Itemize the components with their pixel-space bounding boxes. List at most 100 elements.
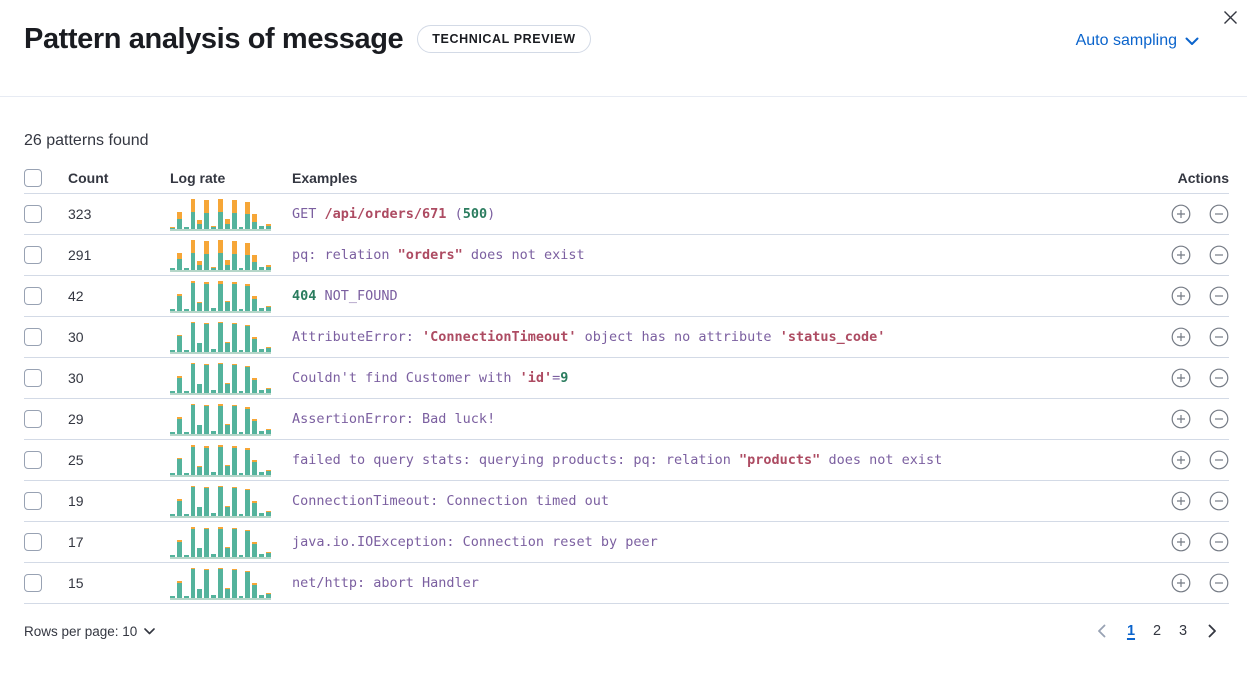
- pattern-example: failed to query stats: querying products…: [292, 452, 943, 468]
- minus-circle-icon: [1209, 245, 1229, 265]
- table-header-row: Count Log rate Examples Actions: [24, 163, 1229, 194]
- filter-out-button[interactable]: [1209, 204, 1229, 224]
- patterns-table: Count Log rate Examples Actions 323 GET …: [24, 163, 1229, 604]
- log-rate-chart: [170, 321, 271, 354]
- table-row: 42 404 NOT_FOUND: [24, 276, 1229, 317]
- technical-preview-badge: TECHNICAL PREVIEW: [417, 25, 591, 54]
- plus-circle-icon: [1171, 327, 1191, 347]
- plus-circle-icon: [1171, 204, 1191, 224]
- plus-circle-icon: [1171, 368, 1191, 388]
- rows-per-page-button[interactable]: Rows per page: 10: [24, 623, 156, 639]
- pattern-count: 15: [68, 575, 84, 591]
- filter-in-button[interactable]: [1171, 450, 1191, 470]
- filter-in-button[interactable]: [1171, 573, 1191, 593]
- pattern-example: 404 NOT_FOUND: [292, 288, 398, 304]
- minus-circle-icon: [1209, 532, 1229, 552]
- pattern-example: java.io.IOException: Connection reset by…: [292, 534, 658, 550]
- filter-in-button[interactable]: [1171, 286, 1191, 306]
- log-rate-chart: [170, 280, 271, 313]
- row-checkbox[interactable]: [24, 369, 42, 387]
- row-checkbox[interactable]: [24, 287, 42, 305]
- filter-in-button[interactable]: [1171, 532, 1191, 552]
- table-row: 25 failed to query stats: querying produ…: [24, 440, 1229, 481]
- log-rate-chart: [170, 526, 271, 559]
- filter-in-button[interactable]: [1171, 409, 1191, 429]
- row-checkbox[interactable]: [24, 205, 42, 223]
- plus-circle-icon: [1171, 491, 1191, 511]
- page-title: Pattern analysis of message: [24, 23, 404, 55]
- log-rate-chart: [170, 485, 271, 518]
- pattern-count: 19: [68, 493, 84, 509]
- minus-circle-icon: [1209, 368, 1229, 388]
- plus-circle-icon: [1171, 286, 1191, 306]
- plus-circle-icon: [1171, 573, 1191, 593]
- row-checkbox[interactable]: [24, 492, 42, 510]
- row-checkbox[interactable]: [24, 533, 42, 551]
- sampling-menu-button[interactable]: Auto sampling: [1076, 32, 1199, 50]
- filter-in-button[interactable]: [1171, 491, 1191, 511]
- patterns-found-count: 26 patterns found: [24, 132, 149, 149]
- page-1-button[interactable]: 1: [1118, 620, 1144, 642]
- previous-page-button[interactable]: [1091, 622, 1112, 640]
- log-rate-chart: [170, 198, 271, 231]
- filter-in-button[interactable]: [1171, 245, 1191, 265]
- table-row: 291 pq: relation "orders" does not exist: [24, 235, 1229, 276]
- filter-in-button[interactable]: [1171, 368, 1191, 388]
- plus-circle-icon: [1171, 409, 1191, 429]
- row-checkbox[interactable]: [24, 410, 42, 428]
- filter-out-button[interactable]: [1209, 409, 1229, 429]
- filter-out-button[interactable]: [1209, 368, 1229, 388]
- filter-out-button[interactable]: [1209, 286, 1229, 306]
- minus-circle-icon: [1209, 204, 1229, 224]
- filter-in-button[interactable]: [1171, 204, 1191, 224]
- column-header-log-rate: Log rate: [170, 170, 226, 186]
- next-page-button[interactable]: [1202, 622, 1223, 640]
- minus-circle-icon: [1209, 409, 1229, 429]
- row-checkbox[interactable]: [24, 246, 42, 264]
- table-row: 15 net/http: abort Handler: [24, 563, 1229, 604]
- plus-circle-icon: [1171, 532, 1191, 552]
- minus-circle-icon: [1209, 286, 1229, 306]
- page-3-button[interactable]: 3: [1170, 620, 1196, 642]
- log-rate-chart: [170, 362, 271, 395]
- row-checkbox[interactable]: [24, 451, 42, 469]
- page-2-button[interactable]: 2: [1144, 620, 1170, 642]
- filter-in-button[interactable]: [1171, 327, 1191, 347]
- close-icon: [1223, 10, 1237, 24]
- row-checkbox[interactable]: [24, 328, 42, 346]
- log-rate-chart: [170, 403, 271, 436]
- pattern-count: 323: [68, 206, 92, 222]
- sampling-label: Auto sampling: [1075, 32, 1177, 49]
- filter-out-button[interactable]: [1209, 245, 1229, 265]
- table-row: 30 AttributeError: 'ConnectionTimeout' o…: [24, 317, 1229, 358]
- filter-out-button[interactable]: [1209, 450, 1229, 470]
- pattern-count: 30: [68, 329, 84, 345]
- pattern-example: GET /api/orders/671 (500): [292, 206, 496, 222]
- flyout-body: 26 patterns found Count Log rate Example…: [0, 132, 1247, 642]
- pattern-count: 29: [68, 411, 84, 427]
- filter-out-button[interactable]: [1209, 532, 1229, 552]
- pattern-example: pq: relation "orders" does not exist: [292, 247, 585, 263]
- table-row: 17 java.io.IOException: Connection reset…: [24, 522, 1229, 563]
- filter-out-button[interactable]: [1209, 491, 1229, 511]
- rows-per-page-label: Rows per page: 10: [24, 623, 138, 639]
- minus-circle-icon: [1209, 327, 1229, 347]
- minus-circle-icon: [1209, 491, 1229, 511]
- pattern-count: 17: [68, 534, 84, 550]
- pattern-example: Couldn't find Customer with 'id'=9: [292, 370, 569, 386]
- close-button[interactable]: [1218, 5, 1242, 29]
- table-row: 323 GET /api/orders/671 (500): [24, 194, 1229, 235]
- row-checkbox[interactable]: [24, 574, 42, 592]
- column-header-actions: Actions: [1177, 170, 1229, 186]
- select-all-checkbox[interactable]: [24, 169, 42, 187]
- chevron-down-icon: [144, 627, 156, 634]
- log-rate-chart: [170, 444, 271, 477]
- pattern-example: net/http: abort Handler: [292, 575, 479, 591]
- log-rate-chart: [170, 567, 271, 600]
- filter-out-button[interactable]: [1209, 327, 1229, 347]
- log-rate-chart: [170, 239, 271, 272]
- table-row: 30 Couldn't find Customer with 'id'=9: [24, 358, 1229, 399]
- filter-out-button[interactable]: [1209, 573, 1229, 593]
